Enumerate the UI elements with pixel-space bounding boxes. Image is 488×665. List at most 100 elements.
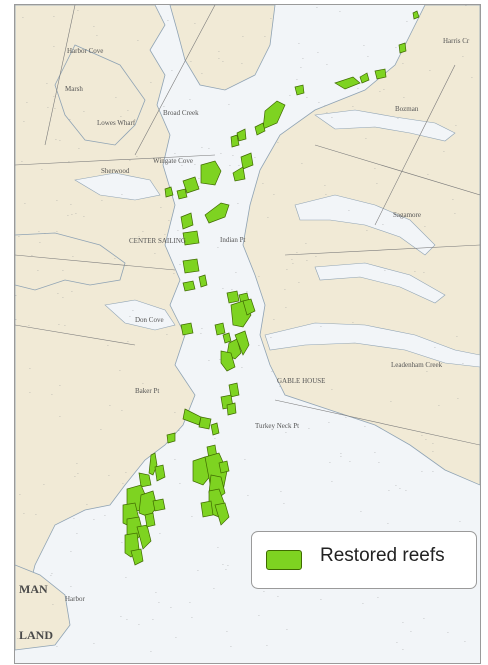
- depth-sounding-mark: ·: [331, 479, 333, 486]
- depth-sounding-mark: ·: [119, 368, 121, 375]
- depth-sounding-mark: ·: [74, 474, 76, 481]
- depth-sounding-mark: ·: [170, 605, 172, 612]
- depth-sounding-mark: ·: [39, 240, 41, 247]
- depth-sounding-mark: ·: [53, 14, 55, 21]
- road-line: [274, 399, 480, 446]
- restored-reef-polygon: [210, 422, 220, 436]
- depth-sounding-mark: ·: [201, 145, 203, 152]
- depth-sounding-mark: ·: [352, 104, 354, 111]
- depth-sounding-mark: ·: [100, 427, 102, 434]
- depth-sounding-mark: ·: [362, 601, 364, 608]
- depth-sounding-mark: ·: [306, 258, 308, 265]
- depth-sounding-mark: ·: [47, 105, 49, 112]
- restored-reef-polygon: [182, 408, 202, 426]
- depth-sounding-mark: ·: [154, 251, 156, 258]
- restored-reef-polygon: [204, 202, 230, 224]
- depth-sounding-mark: ·: [374, 166, 376, 173]
- depth-sounding-mark: ·: [247, 493, 249, 500]
- depth-sounding-mark: ·: [92, 5, 94, 9]
- depth-sounding-mark: ·: [37, 268, 39, 275]
- depth-sounding-mark: ·: [378, 460, 380, 467]
- restored-reef-polygon: [182, 176, 200, 194]
- depth-sounding-mark: ·: [129, 314, 131, 321]
- depth-sounding-mark: ·: [429, 68, 431, 75]
- depth-sounding-mark: ·: [410, 629, 412, 636]
- depth-sounding-mark: ·: [22, 15, 24, 22]
- restored-reef-polygon: [148, 452, 158, 476]
- depth-sounding-mark: ·: [218, 56, 220, 63]
- restored-reef-polygon: [154, 464, 166, 482]
- road-line: [15, 254, 176, 271]
- depth-sounding-mark: ·: [179, 262, 181, 269]
- depth-sounding-mark: ·: [320, 597, 322, 604]
- depth-sounding-mark: ·: [159, 531, 161, 538]
- depth-sounding-mark: ·: [427, 172, 429, 179]
- depth-sounding-mark: ·: [284, 287, 286, 294]
- land-southwest-tip: [15, 564, 71, 651]
- depth-sounding-mark: ·: [459, 519, 461, 526]
- map-label-bozman: Bozman: [395, 105, 419, 113]
- depth-sounding-mark: ·: [292, 261, 294, 268]
- depth-sounding-mark: ·: [115, 95, 117, 102]
- depth-sounding-mark: ·: [226, 629, 228, 636]
- depth-sounding-mark: ·: [83, 214, 85, 221]
- depth-sounding-mark: ·: [237, 201, 239, 208]
- depth-sounding-mark: ·: [93, 24, 95, 31]
- depth-sounding-mark: ·: [64, 323, 66, 330]
- depth-sounding-mark: ·: [397, 116, 399, 123]
- depth-sounding-mark: ·: [52, 602, 54, 609]
- depth-sounding-mark: ·: [359, 416, 361, 423]
- depth-sounding-mark: ·: [77, 8, 79, 15]
- depth-sounding-mark: ·: [396, 640, 398, 647]
- depth-sounding-mark: ·: [456, 334, 458, 341]
- depth-soundings: · · · · · · · · · · · · · · · · · · · · · · · · · · · · · · · · · · · · · · · ·…: [15, 5, 473, 656]
- restored-reef-polygon: [136, 524, 152, 550]
- depth-sounding-mark: ·: [424, 224, 426, 231]
- inlet-north-east: [314, 109, 456, 142]
- inlet-sherwood-cove: [74, 172, 161, 201]
- map-legend: Restored reefs: [251, 531, 477, 589]
- depth-sounding-mark: ·: [454, 211, 456, 218]
- depth-sounding-mark: ·: [286, 627, 288, 634]
- restored-reef-polygon: [144, 512, 156, 528]
- depth-sounding-mark: ·: [220, 151, 222, 158]
- restored-reef-polygon: [240, 152, 254, 170]
- depth-sounding-mark: ·: [384, 268, 386, 275]
- depth-sounding-mark: ·: [35, 512, 37, 519]
- depth-sounding-mark: ·: [464, 639, 466, 646]
- map-label-harbor-cove: Harbor Cove: [67, 47, 103, 55]
- depth-sounding-mark: ·: [68, 159, 70, 166]
- depth-sounding-mark: ·: [76, 461, 78, 468]
- depth-sounding-mark: ·: [452, 197, 454, 204]
- depth-sounding-mark: ·: [121, 192, 123, 199]
- depth-sounding-mark: ·: [414, 269, 416, 276]
- depth-sounding-mark: ·: [365, 136, 367, 143]
- depth-sounding-mark: ·: [122, 481, 124, 488]
- restored-reef-polygon: [234, 330, 250, 356]
- depth-sounding-mark: ·: [443, 149, 445, 156]
- map-label-harbor-2: Harbor: [65, 595, 85, 603]
- restored-reef-polygon: [214, 502, 230, 526]
- depth-sounding-mark: ·: [54, 106, 56, 113]
- depth-sounding-mark: ·: [455, 123, 457, 130]
- depth-sounding-mark: ·: [352, 320, 354, 327]
- depth-sounding-mark: ·: [201, 326, 203, 333]
- depth-sounding-mark: ·: [238, 163, 240, 170]
- depth-sounding-mark: ·: [390, 399, 392, 406]
- depth-sounding-mark: ·: [306, 95, 308, 102]
- depth-sounding-mark: ·: [28, 323, 30, 330]
- depth-sounding-mark: ·: [340, 451, 342, 458]
- depth-sounding-mark: ·: [129, 158, 131, 165]
- depth-sounding-mark: ·: [24, 201, 26, 208]
- depth-sounding-mark: ·: [194, 162, 196, 169]
- restored-reef-polygon: [398, 42, 407, 54]
- map-label-man: MAN: [19, 582, 48, 596]
- restored-reef-polygon: [138, 472, 152, 488]
- depth-sounding-mark: ·: [227, 563, 229, 570]
- depth-sounding-mark: ·: [29, 366, 31, 373]
- map-label-center-sailing: CENTER SAILING: [129, 237, 186, 245]
- depth-sounding-mark: ·: [395, 45, 397, 52]
- depth-sounding-mark: ·: [125, 575, 127, 582]
- depth-sounding-mark: ·: [326, 110, 328, 117]
- depth-sounding-mark: ·: [198, 184, 200, 191]
